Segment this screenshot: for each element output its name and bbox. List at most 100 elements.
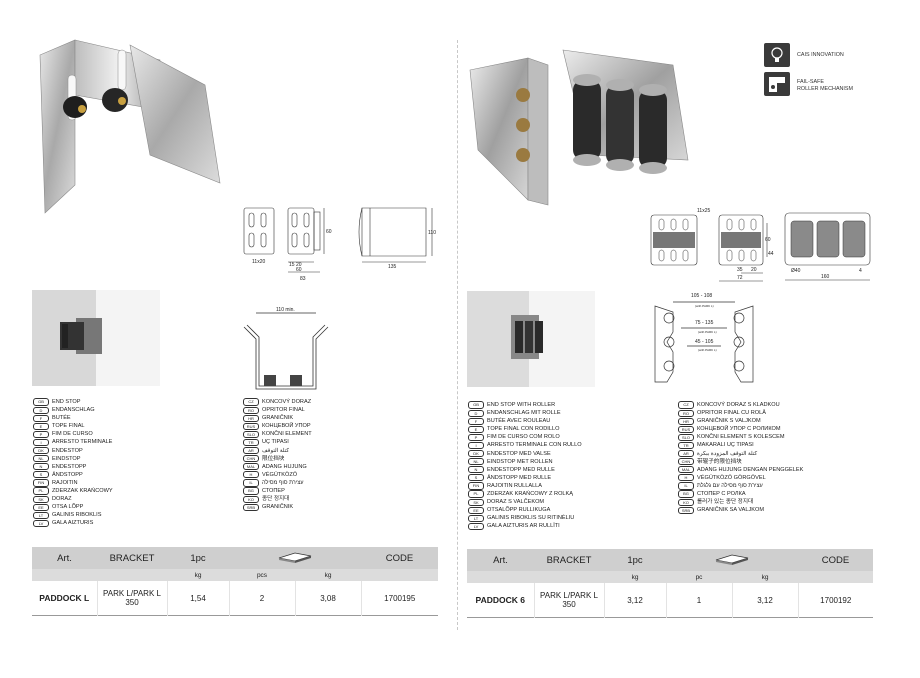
header-1pc: 1pc <box>167 547 229 569</box>
language-label: RAJOITIN RULLALLA <box>487 482 543 489</box>
language-label: FIM DE CURSO COM ROLO <box>487 434 560 441</box>
svg-text:(with PARK L): (with PARK L) <box>695 304 714 308</box>
end-stop-installation-photo <box>32 290 160 386</box>
unit-pack-kg: kg <box>295 569 361 581</box>
cell-art: PADDOCK L <box>32 581 98 616</box>
language-code-badge: CZ <box>243 398 259 406</box>
dim-diameter-40: Ø40 <box>791 268 801 274</box>
dim-11x25: 11x25 <box>697 208 710 214</box>
language-label: END STOP <box>52 399 81 405</box>
language-code-badge: SLO <box>678 433 694 442</box>
failsafe-roller-icon <box>764 72 790 96</box>
language-label: GALA AIZTURIS <box>52 520 94 527</box>
language-code-badge: CHN <box>678 458 694 466</box>
language-label: TOPE FINAL CON RODILLO <box>487 426 560 433</box>
dim-11x20: 11x20 <box>252 259 265 265</box>
language-label: MAKARALI UÇ TIPASI <box>697 442 754 449</box>
language-label: עצירת סוף מסילה <box>262 479 304 486</box>
dim-72: 72 <box>737 275 743 281</box>
language-code-badge: MAL <box>243 463 259 471</box>
language-code-badge: N <box>468 466 484 474</box>
dim-105-108: 105 - 108 <box>691 293 712 299</box>
language-code-badge: E <box>468 425 484 433</box>
cell-bracket: PARK L/PARK L 350 <box>534 583 605 618</box>
language-label: КОНЦЕВОЙ УПОР С РОЛИКОМ <box>697 426 781 433</box>
end-stop-profile-drawing: 110 min. <box>243 307 329 390</box>
language-code-badge: DK <box>33 447 49 455</box>
cell-art: PADDOCK 6 <box>467 583 535 618</box>
table-row: PADDOCK 6 PARK L/PARK L 350 3,12 1 3,12 … <box>467 583 873 618</box>
table-row: PADDOCK L PARK L/PARK L 350 1,54 2 3,08 … <box>32 581 438 616</box>
language-label: كتلة التوقف <box>262 447 290 454</box>
header-art: Art. <box>32 547 97 569</box>
language-label: DORAZ S VALČEKOM <box>487 499 545 506</box>
dim-60-vertical: 60 <box>326 229 332 235</box>
language-code-badge: D <box>468 409 484 417</box>
language-label: GALINIS RIBOKLIS <box>52 512 102 519</box>
language-code-badge: NL <box>468 458 484 466</box>
language-label: ZDERZAK KRAŃCOWY Z ROLKĄ <box>487 491 573 498</box>
feature-failsafe-label: FAIL-SAFE ROLLER MECHANISM <box>797 79 854 92</box>
dim-45-105: 45 - 105 <box>695 339 714 345</box>
dim-83: 83 <box>300 276 306 282</box>
package-icon <box>278 552 312 563</box>
language-code-badge: SK <box>33 495 49 503</box>
cell-pcs: 2 <box>229 581 296 616</box>
language-label: ENDANSCHLAG <box>52 407 95 414</box>
language-label: ENDESTOPP MED RULLE <box>487 466 555 473</box>
language-label: KONCOVÝ DORAZ S KLADKOU <box>697 402 780 408</box>
dim-20: 20 <box>751 267 757 273</box>
language-code-badge: CHN <box>243 455 259 463</box>
language-code-badge: LT <box>33 511 49 519</box>
language-label: ENDESTOPP <box>52 463 87 470</box>
end-stop-dimension-drawing: 11x20 15 20 60 60 83 110 135 <box>243 207 436 282</box>
language-code-badge: SLO <box>243 430 259 439</box>
unit-pcs: pcs <box>229 569 295 581</box>
header-package <box>229 547 361 569</box>
language-code-badge: RUS <box>678 425 694 433</box>
lightbulb-icon <box>764 43 790 67</box>
language-code-badge: IL <box>243 479 259 487</box>
language-label: ARRESTO TERMINALE <box>52 439 113 446</box>
language-label: BUTÉE <box>52 415 71 422</box>
language-label: СТОПЕР <box>262 488 285 495</box>
header-package <box>666 549 798 571</box>
dim-44: 44 <box>768 251 774 257</box>
language-code-badge: E <box>33 422 49 430</box>
cell-pack-kg: 3,08 <box>295 581 362 616</box>
language-label: KONČNI ELEMENT <box>262 431 312 438</box>
dim-60: 60 <box>765 237 771 243</box>
language-code-badge: BG <box>678 490 694 498</box>
